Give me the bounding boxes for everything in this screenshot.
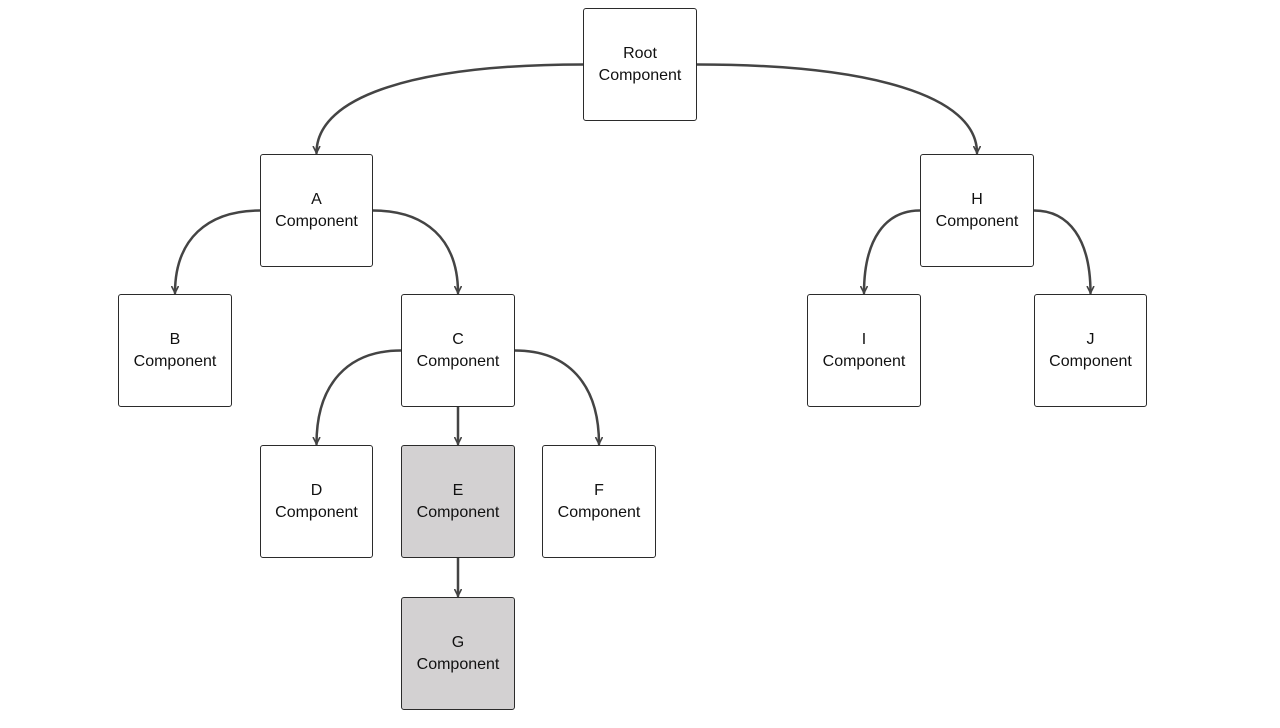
edge-c-to-d [312,349,403,446]
node-sublabel: Component [416,352,500,370]
node-label: I [861,330,867,348]
g-component-node: G Component [401,597,515,710]
root-component-node: Root Component [583,8,697,121]
edge-root-to-a [312,63,585,155]
node-sublabel: Component [416,655,500,673]
a-component-node: A Component [260,154,373,267]
h-component-node: H Component [920,154,1034,267]
b-component-node: B Component [118,294,232,407]
node-label: F [594,481,604,499]
node-label: B [169,330,181,348]
edge-h-to-i [860,209,922,295]
f-component-node: F Component [542,445,656,558]
d-component-node: D Component [260,445,373,558]
node-label: E [452,481,464,499]
node-sublabel: Component [275,212,358,230]
edge-c-to-f [513,349,603,446]
node-sublabel: Component [133,352,217,370]
node-label: C [452,330,464,348]
node-label: J [1086,330,1095,348]
e-component-node: E Component [401,445,515,558]
node-sublabel: Component [416,503,500,521]
node-label: G [451,633,465,651]
node-label: Root [623,44,657,62]
edge-a-to-c [371,209,462,295]
node-sublabel: Component [1049,352,1132,370]
c-component-node: C Component [401,294,515,407]
node-sublabel: Component [822,352,906,370]
node-label: D [310,481,323,499]
j-component-node: J Component [1034,294,1147,407]
node-label: A [311,190,322,208]
edge-root-to-h [695,63,981,155]
node-sublabel: Component [935,212,1019,230]
i-component-node: I Component [807,294,921,407]
node-sublabel: Component [557,503,641,521]
node-sublabel: Component [598,66,682,84]
node-sublabel: Component [275,503,358,521]
edge-h-to-j [1032,209,1095,295]
node-label: H [971,190,983,208]
edge-a-to-b [171,209,262,295]
